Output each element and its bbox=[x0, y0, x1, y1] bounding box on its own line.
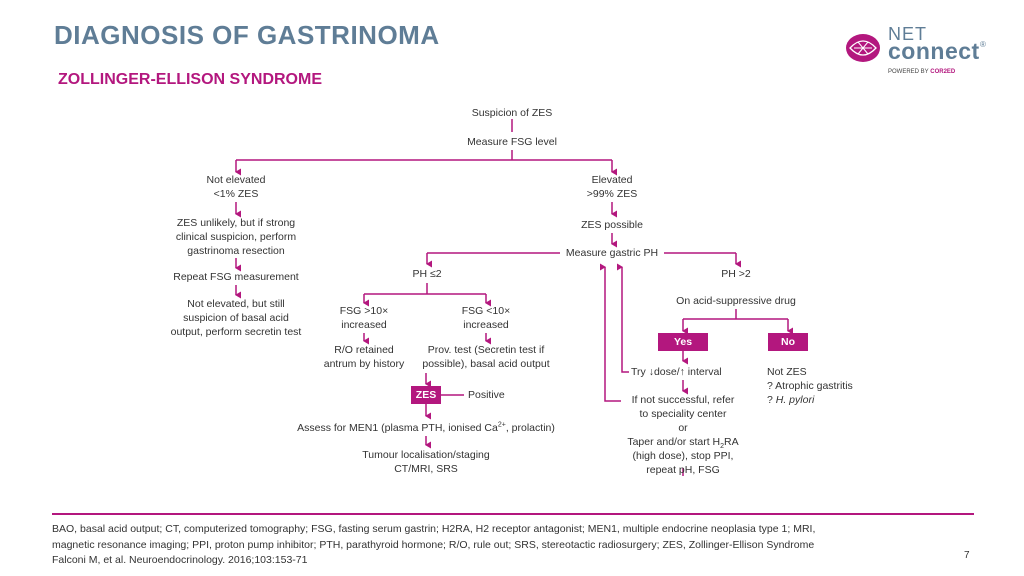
logo-powered-by: POWERED BY COR2ED bbox=[888, 69, 956, 75]
abbreviations-line-1: BAO, basal acid output; CT, computerized… bbox=[52, 523, 816, 535]
page-subtitle: ZOLLINGER-ELLISON SYNDROME bbox=[58, 71, 322, 88]
node-measure-gastric-ph: Measure gastric PH bbox=[565, 247, 659, 259]
page-number: 7 bbox=[964, 550, 970, 561]
logo-connect-text: connect bbox=[888, 38, 980, 64]
page-title: DIAGNOSIS OF GASTRINOMA bbox=[54, 20, 440, 50]
node-fsg-high: FSG >10×increased bbox=[339, 305, 389, 331]
node-assess-men1: Assess for MEN1 (plasma PTH, ionised Ca2… bbox=[297, 421, 555, 435]
logo-registered-mark: ® bbox=[980, 40, 986, 49]
node-try-dose: Try ↓dose/↑ interval bbox=[631, 366, 722, 378]
no-badge: No bbox=[768, 333, 808, 351]
node-not-elevated: Not elevated<1% ZES bbox=[206, 174, 266, 200]
node-repeat-fsg: Repeat FSG measurement bbox=[173, 271, 299, 283]
footer-notes: BAO, basal acid output; CT, computerized… bbox=[52, 522, 932, 569]
node-not-zes: Not ZES ? Atrophic gastritis ? H. pylori bbox=[767, 366, 853, 406]
zes-badge: ZES bbox=[411, 386, 441, 404]
node-suspicion-of-zes: Suspicion of ZES bbox=[471, 107, 553, 119]
logo-mark-icon bbox=[846, 34, 880, 62]
node-positive: Positive bbox=[468, 389, 505, 401]
reference: Falconi M, et al. Neuroendocrinology. 20… bbox=[52, 554, 308, 566]
node-elevated: Elevated>99% ZES bbox=[586, 174, 638, 200]
node-ph-low: PH ≤2 bbox=[412, 268, 442, 280]
net-connect-logo: NET connect ® POWERED BY COR2ED bbox=[844, 24, 994, 82]
footer-divider bbox=[52, 513, 974, 515]
abbreviations-line-2: magnetic resonance imaging; PPI, proton … bbox=[52, 538, 815, 551]
node-ph-high: PH >2 bbox=[721, 268, 751, 280]
node-fsg-low: FSG <10×increased bbox=[461, 305, 511, 331]
node-not-successful: If not successful, refer to speciality c… bbox=[627, 394, 739, 476]
logo-net-text: NET bbox=[888, 24, 927, 44]
node-acid-suppressive: On acid-suppressive drug bbox=[676, 295, 796, 307]
node-measure-fsg: Measure FSG level bbox=[467, 136, 557, 148]
node-zes-possible: ZES possible bbox=[581, 219, 643, 231]
yes-badge: Yes bbox=[658, 333, 708, 351]
